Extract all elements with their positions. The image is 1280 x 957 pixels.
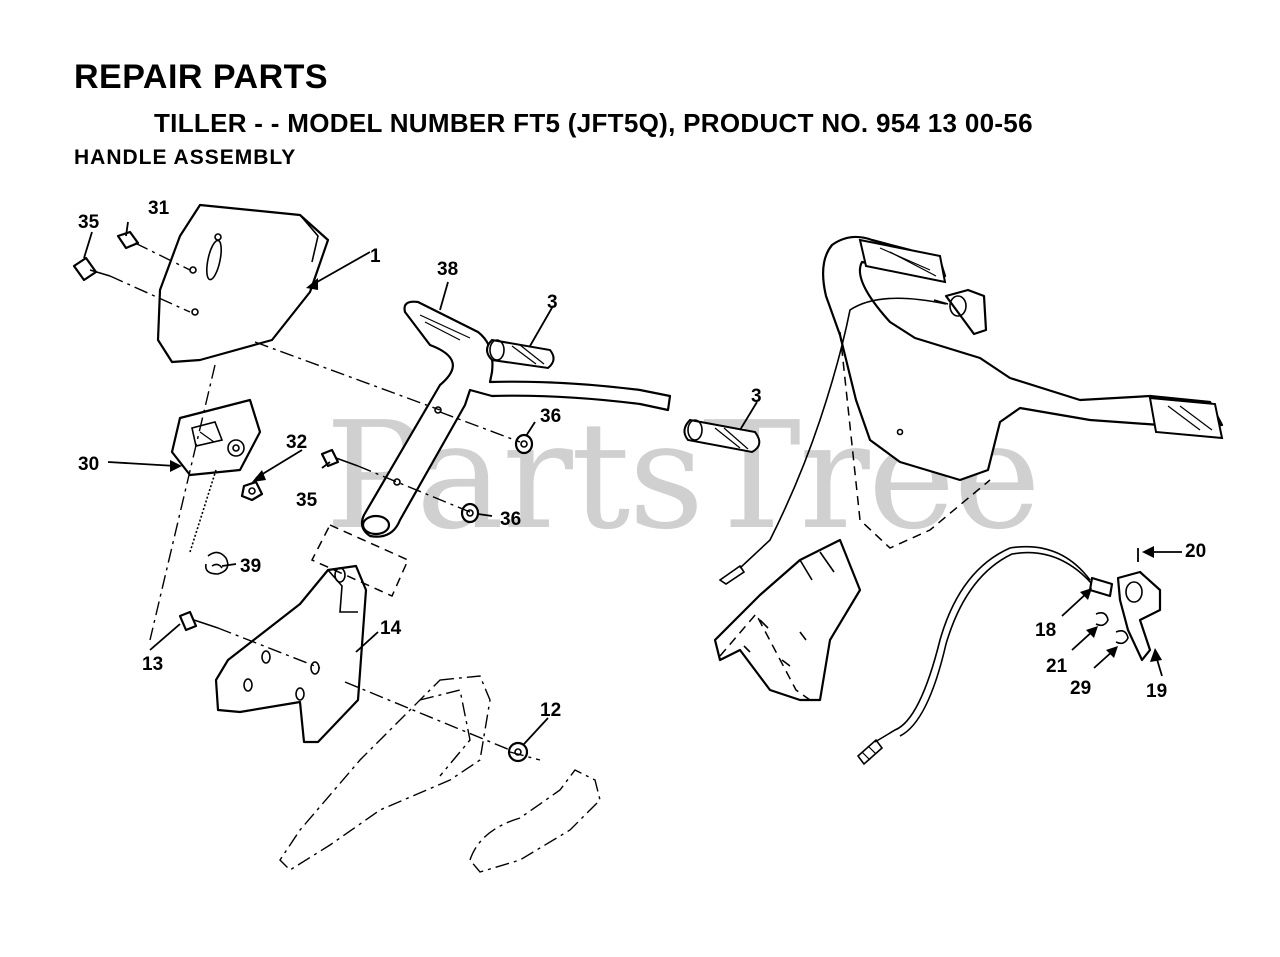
part-1-cover-panel [156, 203, 330, 364]
part-35-bolt-upper [72, 256, 191, 313]
part-35-bolt-lower [320, 448, 359, 468]
page-title: REPAIR PARTS [74, 58, 329, 96]
label-part-29: 29 [1070, 678, 1091, 699]
section-title: HANDLE ASSEMBLY [74, 146, 297, 169]
label-part-35-lower: 35 [296, 490, 318, 511]
tiller-frame-outline [279, 675, 601, 873]
label-part-38: 38 [437, 259, 458, 280]
label-part-12: 12 [540, 700, 561, 721]
part-13-bolt [178, 610, 219, 632]
leader-lines [83, 221, 1182, 745]
label-part-18: 18 [1035, 620, 1056, 641]
part-32-nut [240, 480, 264, 502]
control-cable-assembly [856, 545, 1162, 766]
label-part-31: 31 [148, 198, 170, 219]
label-part-30: 30 [78, 454, 99, 475]
part-3-grip-upper [486, 338, 555, 370]
label-part-14: 14 [380, 618, 402, 639]
part-39-clip [204, 551, 229, 575]
label-part-35-upper: 35 [78, 212, 100, 233]
label-part-1: 1 [370, 246, 381, 267]
label-part-39: 39 [240, 556, 261, 577]
label-part-36-upper: 36 [540, 406, 561, 427]
part-number-labels: 35 31 1 38 3 3 36 36 32 30 35 39 13 14 1… [78, 198, 1206, 721]
label-part-13: 13 [142, 654, 163, 675]
label-part-3-lower: 3 [751, 386, 762, 407]
model-subtitle: TILLER - - MODEL NUMBER FT5 (JFT5Q), PRO… [154, 108, 1033, 138]
assembled-handle-view [713, 235, 1224, 702]
assembly-guide-lines [149, 341, 541, 761]
part-14-mount-bracket [214, 564, 368, 744]
label-part-20: 20 [1185, 541, 1206, 562]
label-part-32: 32 [286, 432, 307, 453]
part-38-handlebar [360, 300, 672, 538]
label-part-3-upper: 3 [547, 292, 558, 313]
part-3-grip-lower [683, 418, 761, 454]
label-part-21: 21 [1046, 656, 1068, 677]
part-12-nut [507, 741, 529, 763]
part-36-washer-upper [514, 433, 534, 455]
label-part-19: 19 [1146, 681, 1167, 702]
label-part-36-lower: 36 [500, 509, 521, 530]
part-30-bracket-plate [170, 398, 262, 477]
part-36-washer-lower [460, 502, 480, 524]
